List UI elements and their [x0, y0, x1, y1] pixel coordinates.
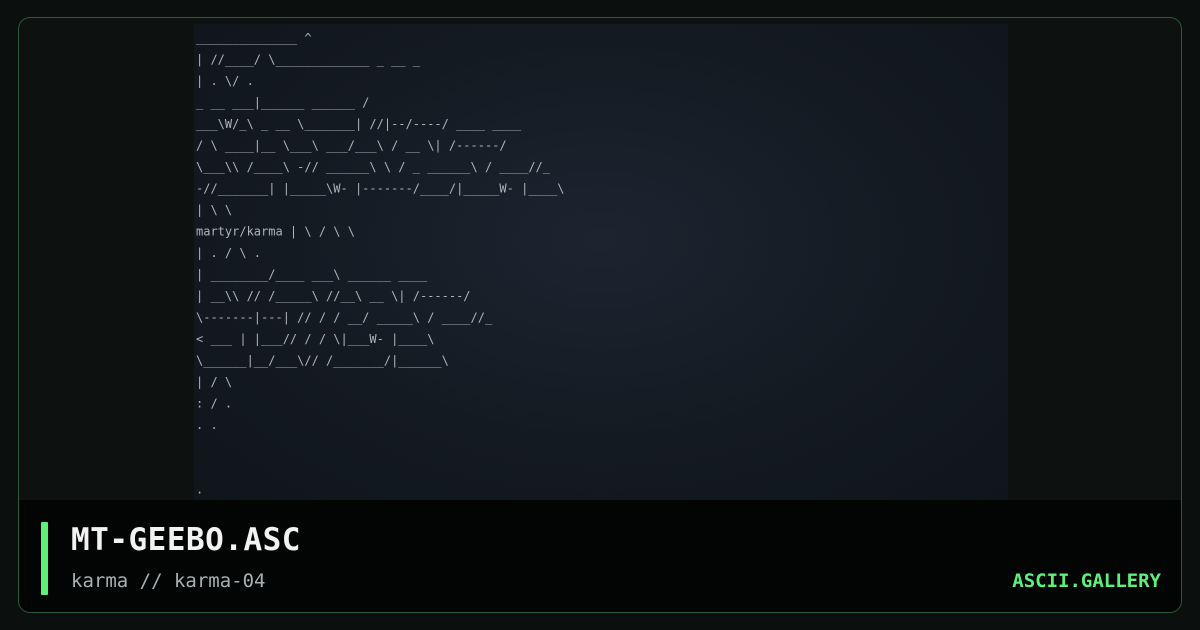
ascii-art-line: -//_______| |_____\W- |-------/____/|___… — [196, 182, 564, 196]
ascii-art-line: _ __ ___|______ ______ / — [196, 96, 369, 110]
ascii-art-line: ___\W/_\ _ __ \_______| //|--/----/ ____… — [196, 117, 522, 131]
file-title: MT-GEEBO.ASC — [71, 522, 301, 558]
file-subtitle: karma // karma-04 — [71, 570, 266, 592]
preview-card: ______________ ^ | //____/ \____________… — [18, 17, 1182, 613]
ascii-art-line: / \ ____|__ \___\ ___/___\ / __ \| /----… — [196, 139, 507, 153]
ascii-art-line: < ___ | |___// / / \|___W- |____\ — [196, 332, 434, 346]
ascii-art-canvas: ______________ ^ | //____/ \____________… — [196, 31, 564, 497]
ascii-art-line: | __\\ // /_____\ //__\ __ \| /------/ — [196, 289, 471, 303]
ascii-art-line: \-------|---| // / / __/ _____\ / ____//… — [196, 311, 493, 325]
ascii-art-line: | //____/ \_____________ _ __ _ — [196, 53, 421, 67]
ascii-art-line: | \ \ — [196, 203, 232, 217]
ascii-art-line: . . — [196, 418, 218, 432]
ascii-art-line: \______|__/___\// /_______/|______\ — [196, 354, 449, 368]
ascii-art-line: | . / \ . — [196, 246, 261, 260]
site-brand[interactable]: ASCII.GALLERY — [1012, 570, 1161, 592]
ascii-art-line: ______________ ^ — [196, 31, 312, 45]
ascii-art-line: | / \ — [196, 375, 232, 389]
ascii-art-line: | ________/____ ___\ ______ ____ — [196, 268, 428, 282]
ascii-art-line: martyr/karma | \ / \ \ — [196, 225, 355, 239]
ascii-art-preview: ______________ ^ | //____/ \____________… — [194, 24, 1008, 504]
info-footer: MT-GEEBO.ASC karma // karma-04 ASCII.GAL… — [19, 500, 1181, 612]
ascii-art-line: \___\\ /____\ -// ______\ \ / _ ______\ … — [196, 160, 551, 174]
accent-bar — [41, 522, 48, 595]
ascii-art-line: : / . — [196, 397, 232, 411]
ascii-art-line: | . \/ . — [196, 74, 254, 88]
ascii-art-line: . — [196, 483, 203, 497]
